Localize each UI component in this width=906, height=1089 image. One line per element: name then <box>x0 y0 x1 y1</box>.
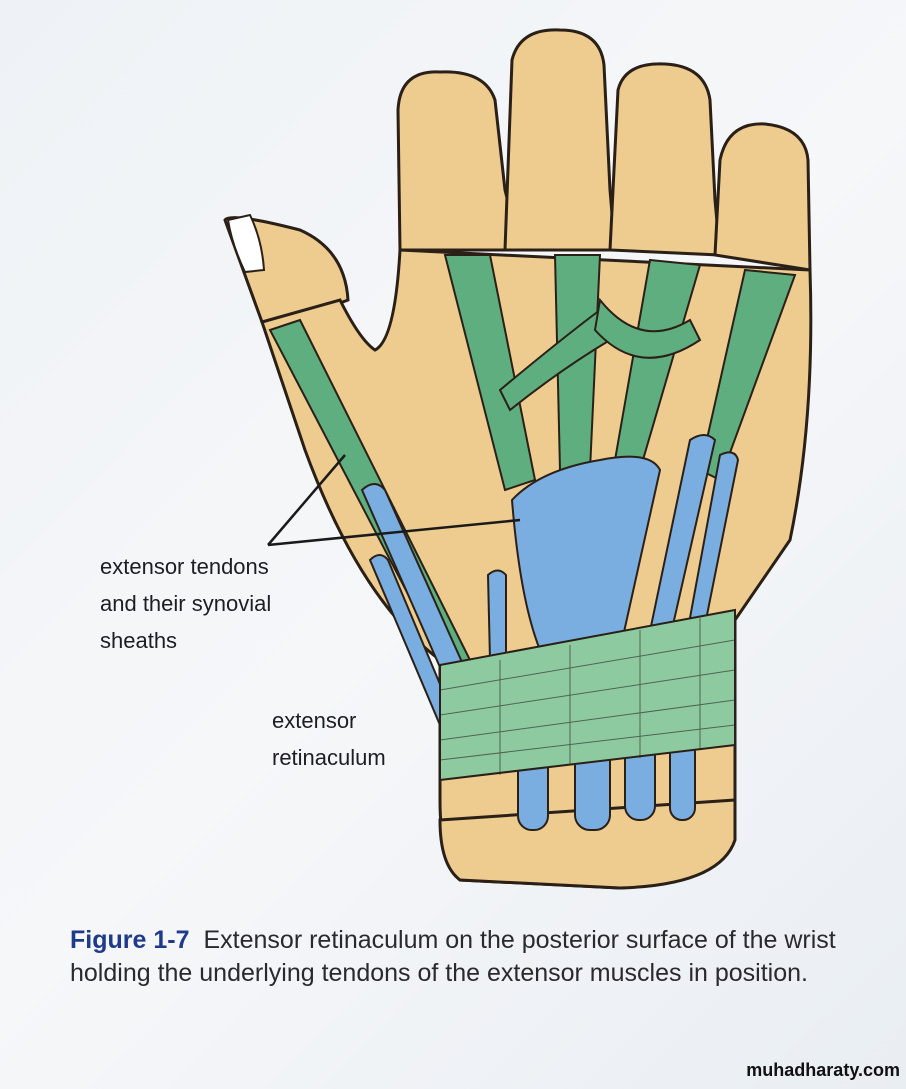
figure-number: Figure 1-7 <box>70 926 190 954</box>
middle-finger <box>503 28 617 252</box>
tendons-label-line3: sheaths <box>100 628 178 653</box>
thumb-nail <box>226 213 266 274</box>
retinaculum-label: extensor retinaculum <box>272 702 386 776</box>
leader-line-1 <box>267 454 346 546</box>
sheath-common <box>510 455 662 651</box>
tendons-label-line2: and their synovial <box>100 591 272 616</box>
tendons-label: extensor tendons and their synovial shea… <box>100 548 271 659</box>
tendons-label-line1: extensor tendons <box>100 554 269 579</box>
retinaculum-label-line1: extensor <box>272 708 357 733</box>
watermark: muhadharaty.com <box>746 1060 900 1080</box>
tendon-index <box>443 254 537 492</box>
sheath-small <box>486 569 507 661</box>
retinaculum-label-line2: retinaculum <box>272 745 386 770</box>
index-finger <box>396 70 522 252</box>
tendon-connector-2 <box>593 297 702 359</box>
ring-finger <box>608 62 722 257</box>
little-finger <box>713 122 812 272</box>
sheath-thumb-1 <box>360 483 472 692</box>
hand-illustration <box>223 28 813 890</box>
caption-text: Extensor retinaculum on the posterior su… <box>70 926 836 987</box>
wrist-band <box>438 798 737 890</box>
leader-line-2 <box>267 518 521 547</box>
